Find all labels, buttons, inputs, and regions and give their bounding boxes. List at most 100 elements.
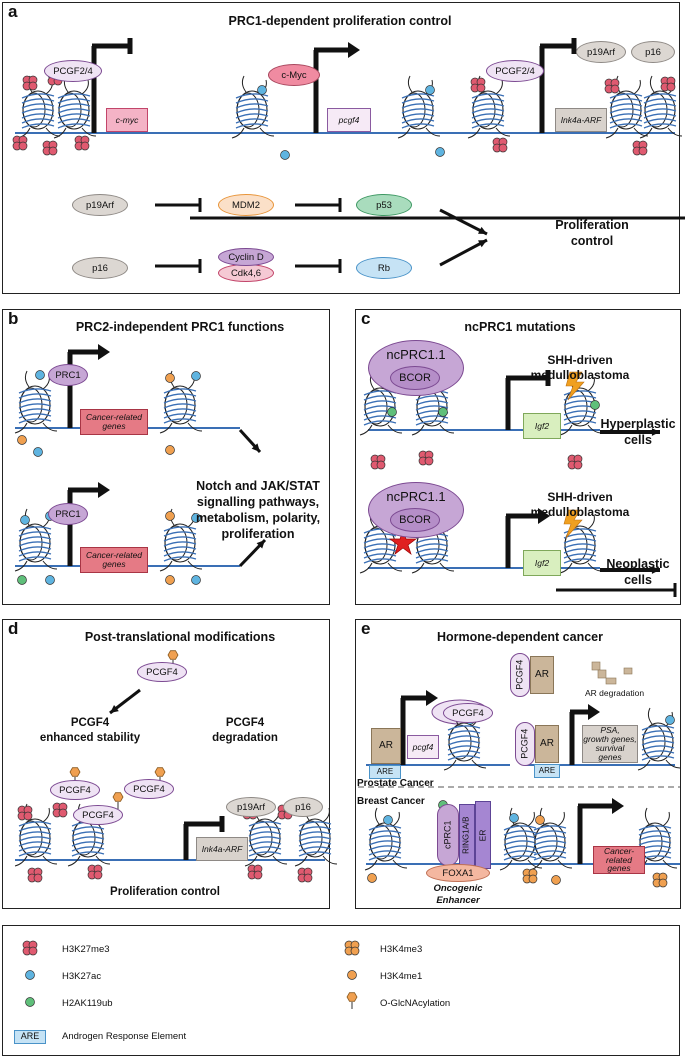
nucleosome-a6 bbox=[605, 75, 649, 139]
cancer-gene-top-line1: Cancer-related bbox=[85, 412, 143, 423]
mark-dot bbox=[590, 400, 600, 410]
ar-fragment bbox=[597, 669, 607, 679]
nucleosome-a2 bbox=[53, 75, 97, 139]
legend-h3k4me3: H3K4me3 bbox=[380, 944, 423, 955]
stability-label-2: enhanced stability bbox=[39, 732, 141, 744]
nucleosome-c6 bbox=[559, 510, 603, 574]
nucleosome-a7 bbox=[639, 75, 683, 139]
legend-are-label: Androgen Response Element bbox=[62, 1031, 187, 1042]
mark-cluster bbox=[74, 135, 90, 151]
panel-e-label: e bbox=[361, 619, 371, 638]
pcgf4-gene-a: pcgf4 bbox=[327, 108, 371, 132]
mark-dot bbox=[165, 373, 175, 383]
proliferation-control-d: Proliferation control bbox=[110, 886, 220, 898]
panel-d-label: d bbox=[8, 619, 19, 638]
mark-cluster bbox=[12, 135, 28, 151]
legend-are-box: ARE bbox=[14, 1030, 46, 1044]
mark-cluster bbox=[660, 76, 676, 92]
p19arf-oval-d: p19Arf bbox=[226, 797, 276, 817]
enhancer-line-2: Enhancer bbox=[436, 895, 480, 906]
pcgf24-oval-2: PCGF2/4 bbox=[486, 60, 544, 82]
nucleosome-e4 bbox=[499, 807, 543, 871]
mark-cluster bbox=[22, 75, 38, 91]
mark-dot bbox=[191, 371, 201, 381]
mark-cluster bbox=[247, 864, 263, 880]
p16-oval-d: p16 bbox=[283, 797, 323, 817]
pcgf4-oval-top-d: PCGF4 bbox=[137, 662, 187, 682]
ink4a-gene-a: Ink4a-ARF bbox=[555, 108, 607, 132]
cprc1-box: cPRC1 bbox=[437, 804, 459, 866]
arrow-p53-prolif bbox=[439, 208, 488, 236]
panel-e-title: Hormone-dependent cancer bbox=[436, 630, 603, 644]
ar-box-top: AR bbox=[530, 656, 554, 694]
cancer-gene-top-line2: genes bbox=[102, 421, 126, 431]
cancer-gene-e-line1: Cancer-related bbox=[603, 845, 635, 865]
mark-dot bbox=[165, 575, 175, 585]
breast-cancer-label: Breast Cancer bbox=[357, 796, 425, 807]
nucleosome-b2 bbox=[159, 370, 203, 434]
legend-h3k27me3-icon bbox=[22, 940, 38, 956]
psa-line-3: survival genes bbox=[595, 743, 625, 762]
ink4a-gene-d: Ink4a-ARF bbox=[196, 837, 248, 861]
mark-dot bbox=[17, 575, 27, 585]
panel-a-title: PRC1-dependent proliferation control bbox=[228, 14, 452, 28]
p19arf-top-oval: p19Arf bbox=[576, 41, 626, 63]
p16-oval: p16 bbox=[72, 257, 128, 279]
nucleosome-d4 bbox=[294, 803, 338, 867]
mark-dot bbox=[367, 873, 377, 883]
p16-top-oval: p16 bbox=[631, 41, 675, 63]
mark-cluster bbox=[17, 805, 33, 821]
oglcnac-d-c bbox=[112, 792, 124, 802]
ncprc11-label-bottom: ncPRC1.1 bbox=[386, 489, 446, 504]
degradation-label-1: PCGF4 bbox=[225, 717, 265, 729]
panel-d-title: Post-translational modifications bbox=[84, 630, 276, 644]
mark-dot bbox=[35, 370, 45, 380]
pcgf24-oval-1: PCGF2/4 bbox=[44, 60, 102, 82]
mark-dot bbox=[191, 575, 201, 585]
lightning-icon-bottom bbox=[563, 509, 583, 539]
mark-dot bbox=[435, 147, 445, 157]
p53-oval: p53 bbox=[356, 194, 412, 216]
ar-fragment bbox=[623, 667, 633, 675]
igf2-gene-bottom: Igf2 bbox=[523, 550, 561, 576]
rb-oval: Rb bbox=[356, 257, 412, 279]
panel-b-title: PRC2-independent PRC1 functions bbox=[75, 320, 285, 334]
pcgf4-vertical-mid: PCGF4 bbox=[515, 722, 535, 766]
mark-dot bbox=[165, 445, 175, 455]
nucleosome-c4 bbox=[359, 510, 403, 574]
legend-panel bbox=[2, 925, 680, 1056]
oglcnac-d-a bbox=[69, 767, 81, 777]
legend-h3k27ac: H3K27ac bbox=[62, 971, 102, 982]
nucleosome-a4 bbox=[397, 75, 441, 139]
ar-box-left: AR bbox=[371, 728, 401, 764]
cancer-gene-e: Cancer-related genes bbox=[593, 846, 645, 874]
nucleosome-e5 bbox=[529, 807, 573, 871]
pcgf4-oval-e: PCGF4 bbox=[443, 703, 493, 723]
bcor-oval-top: BCOR bbox=[390, 366, 440, 390]
legend-h3k4me3-icon bbox=[344, 940, 360, 956]
mark-cluster bbox=[297, 867, 313, 883]
mark-dot bbox=[387, 407, 397, 417]
nucleosome-e3 bbox=[364, 807, 408, 871]
mark-dot bbox=[17, 435, 27, 445]
cmyc-protein: c-Myc bbox=[268, 64, 320, 86]
shh-bottom-2: medulloblastoma bbox=[530, 505, 630, 519]
oglcnac-d-b bbox=[154, 767, 166, 777]
ring1ab-box: RING1A/B bbox=[459, 804, 475, 866]
mark-cluster bbox=[492, 137, 508, 153]
mutation-star-icon bbox=[388, 528, 418, 555]
mark-cluster bbox=[87, 864, 103, 880]
nucleosome-b1 bbox=[14, 370, 58, 434]
legend-h3k27me3: H3K27me3 bbox=[62, 944, 110, 955]
shh-top-2: medulloblastoma bbox=[530, 368, 630, 382]
er-box: ER bbox=[475, 801, 491, 869]
mark-dot bbox=[665, 715, 675, 725]
ar-box-mid: AR bbox=[535, 725, 559, 763]
mdm2-oval: MDM2 bbox=[218, 194, 274, 216]
mark-cluster bbox=[567, 454, 583, 470]
mark-dot bbox=[33, 447, 43, 457]
ring1ab-label: RING1A/B bbox=[461, 816, 471, 854]
legend-h3k4me1-icon bbox=[347, 970, 357, 980]
ncprc11-label-top: ncPRC1.1 bbox=[386, 347, 446, 362]
